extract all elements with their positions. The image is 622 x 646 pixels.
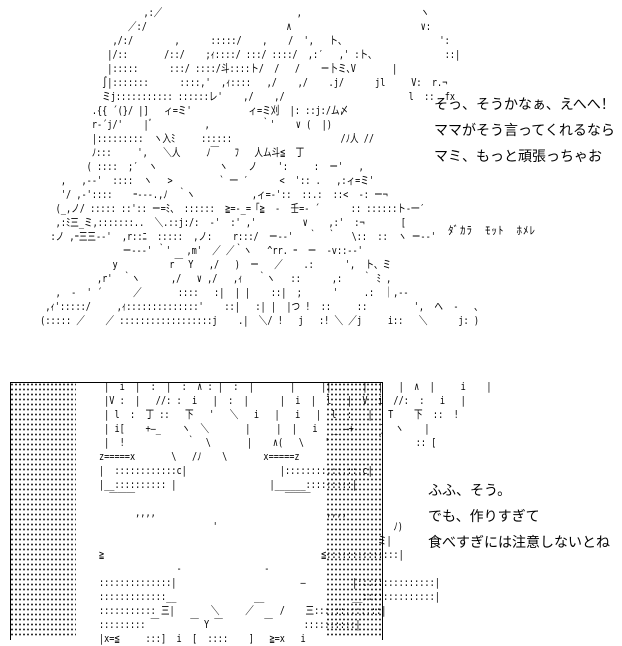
speech-line: でも、作りすぎて xyxy=(428,509,540,525)
speech-line: 食べすぎには注意しないとね xyxy=(428,535,610,551)
panel-top: ,:／ , ヽ ／:/ ∧ ∨: ,/:/ , :::::/ , / ', xyxy=(40,6,615,327)
speech-mother: ふふ、そう。 でも、作りすぎて 食べすぎには注意しないとね xyxy=(428,478,610,556)
speech-line: ママがそう言ってくれるなら xyxy=(434,123,615,139)
dot-pattern-right xyxy=(326,382,382,637)
frame-border-top xyxy=(10,382,383,383)
ascii-art-mother: | i | : | : ∧ : | : | | || | | | ∧ | i |… xyxy=(98,380,492,645)
speech-mami: そっ、そうかなぁ、えへへ！ ママがそう言ってくれるなら マミ、もっと頑張っちゃお xyxy=(434,92,615,170)
frame-border-left xyxy=(10,382,11,640)
whisper-text: ﾀﾞｶﾗ ﾓｯﾄ ﾎﾒﾚ xyxy=(448,224,536,237)
speech-line: ふふ、そう。 xyxy=(428,483,512,499)
panel-bottom: | i | : | : ∧ : | : | | || | | | ∧ | i |… xyxy=(0,372,622,645)
frame-border-right xyxy=(382,382,383,640)
speech-line: マミ、もっと頑張っちゃお xyxy=(434,149,602,165)
dot-pattern-left xyxy=(10,382,76,637)
speech-line: そっ、そうかなぁ、えへへ！ xyxy=(434,97,615,113)
ascii-art-mami: ,:／ , ヽ ／:/ ∧ ∨: ,/:/ , :::::/ , / ', xyxy=(40,6,483,327)
